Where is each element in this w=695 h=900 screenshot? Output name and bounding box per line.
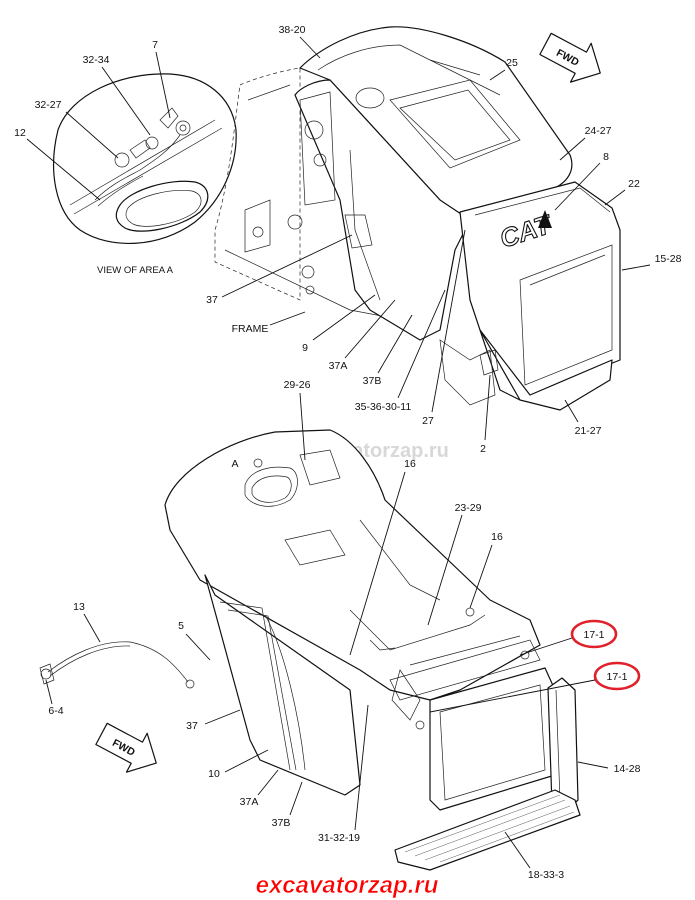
area-a-inset [53, 73, 237, 244]
label-13: 13 [73, 601, 85, 613]
label-18-33-3: 18-33-3 [528, 869, 564, 881]
label-22: 22 [628, 178, 640, 190]
label-25: 25 [506, 57, 518, 69]
label-37-top: 37 [206, 294, 218, 306]
top-cover-assembly: CAT [294, 26, 621, 411]
footer-brand[interactable]: excavatorzap.ru [255, 872, 439, 900]
label-12: 12 [14, 127, 26, 139]
label-32-34: 32-34 [83, 54, 110, 66]
label-2: 2 [480, 443, 486, 455]
label-27: 27 [422, 415, 434, 427]
label-37b-bottom: 37B [272, 817, 291, 829]
label-37-bottom: 37 [186, 720, 198, 732]
label-6-4: 6-4 [48, 705, 63, 717]
label-37b-top: 37B [363, 375, 382, 387]
label-29-26: 29-26 [284, 379, 311, 391]
label-14-28: 14-28 [614, 763, 641, 775]
label-9: 9 [302, 342, 308, 354]
label-16-a: 16 [404, 458, 416, 470]
label-35-36-30-11: 35-36-30-11 [355, 401, 412, 413]
highlight-ring-a [570, 619, 618, 649]
label-24-27: 24-27 [585, 125, 612, 137]
label-32-27: 32-27 [35, 99, 62, 111]
label-21-27: 21-27 [575, 425, 602, 437]
label-37a-top: 37A [329, 360, 348, 372]
label-5: 5 [178, 620, 184, 632]
label-23-29: 23-29 [455, 502, 482, 514]
label-frame: FRAME [232, 323, 269, 335]
label-31-32-19: 31-32-19 [318, 832, 360, 844]
label-16-b: 16 [491, 531, 503, 543]
area-a-caption: VIEW OF AREA A [97, 265, 174, 276]
area-letter-a: A [231, 458, 238, 470]
wire-harness [39, 641, 195, 689]
label-10: 10 [208, 768, 220, 780]
label-17-1-b: 17-1 [606, 671, 627, 683]
cat-triangle-icon [538, 210, 552, 228]
callout-17-1-a[interactable]: 17-1 [570, 619, 618, 649]
bottom-cover-assembly [164, 429, 581, 871]
label-37a-bottom: 37A [240, 796, 259, 808]
label-8: 8 [603, 151, 609, 163]
fwd-arrow-top: FWD [539, 32, 601, 83]
label-7: 7 [152, 39, 158, 51]
fwd-arrow-bottom: FWD [95, 722, 157, 773]
callout-17-1-b[interactable]: 17-1 [593, 661, 641, 691]
label-38-20: 38-20 [279, 24, 306, 36]
label-15-28: 15-28 [655, 253, 682, 265]
label-17-1-a: 17-1 [583, 629, 604, 641]
highlight-ring-b [593, 661, 641, 691]
